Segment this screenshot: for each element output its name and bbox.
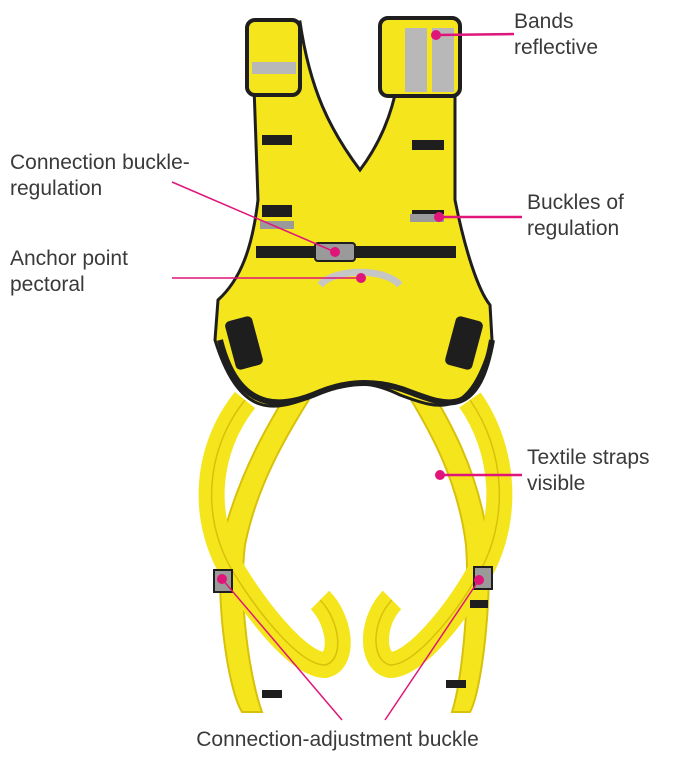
label-reflective-bands: Bands reflective [514,9,598,61]
label-connection-adjustment-buckle: Connection-adjustment buckle [0,727,675,753]
label-line: Bands [514,9,598,35]
callout-line-bands [436,34,514,35]
callout-marker-adjustment-left [217,574,227,584]
label-line: Buckles of [527,190,624,216]
label-line: Connection buckle- [10,150,190,176]
callout-marker-adjustment-right [474,575,484,585]
label-line: regulation [527,216,624,242]
label-line: regulation [10,176,190,202]
callout-marker-anchor-point [356,273,366,283]
label-anchor-point-pectoral: Anchor point pectoral [10,246,128,298]
label-line: pectoral [10,272,128,298]
label-buckles-of-regulation: Buckles of regulation [527,190,624,242]
label-connection-buckle-regulation: Connection buckle- regulation [10,150,190,202]
callout-marker-textile-straps [435,470,445,480]
harness-illustration [212,18,500,712]
callout-marker-bands [431,30,441,40]
label-line: Anchor point [10,246,128,272]
callout-marker-buckles-regulation [434,212,444,222]
label-line: visible [527,471,650,497]
label-line: Connection-adjustment buckle [196,728,479,751]
label-textile-straps-visible: Textile straps visible [527,445,650,497]
label-line: reflective [514,35,598,61]
label-line: Textile straps [527,445,650,471]
callout-marker-connection-regulation [330,247,340,257]
